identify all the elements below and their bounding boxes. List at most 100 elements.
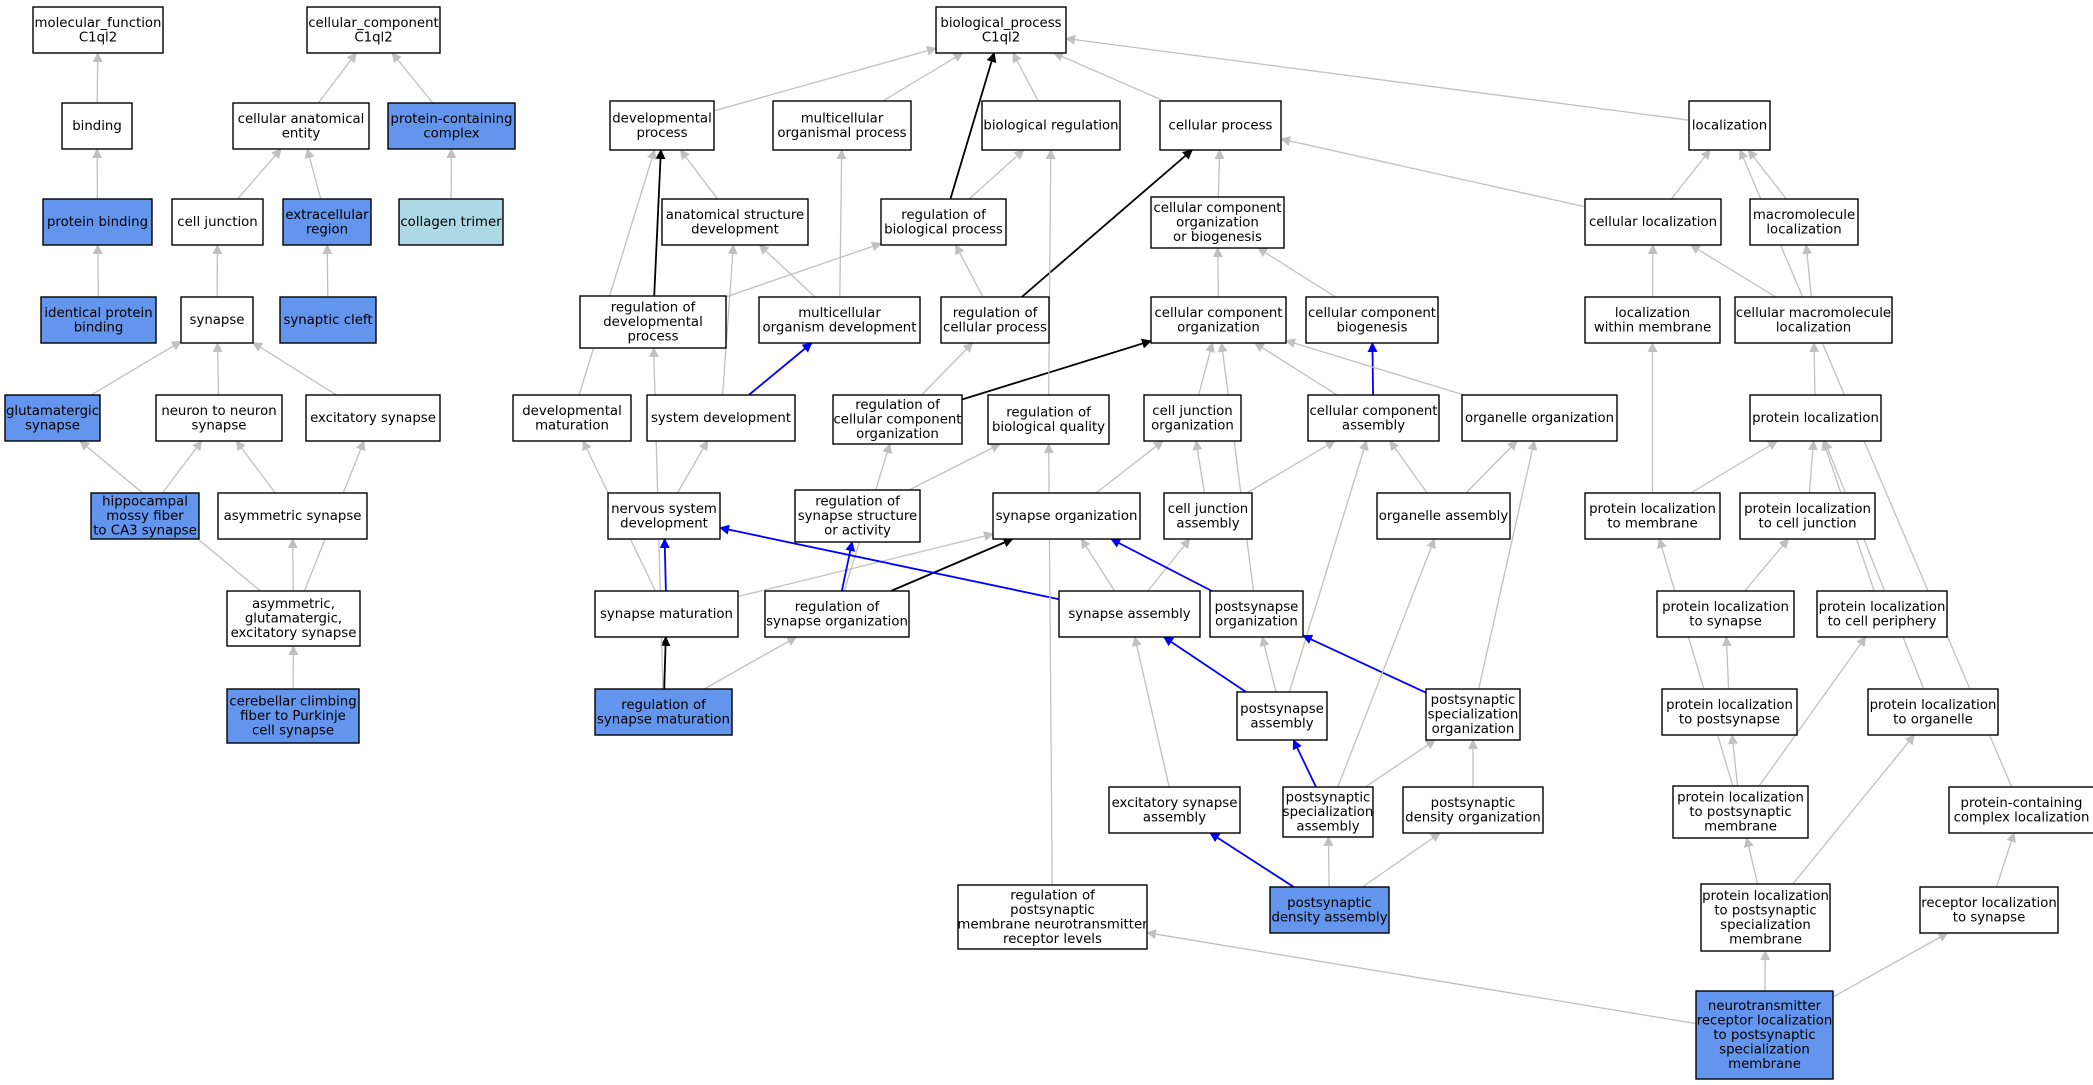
edge-cco-to-ccob [1212, 247, 1223, 298]
term-node-synasm: synapse assembly [1058, 590, 1201, 638]
term-label-line: entity [282, 126, 321, 141]
edge-multidev-to-multiorg [836, 149, 847, 298]
edge-excsa-to-synasm [1131, 636, 1170, 788]
term-label-line: receptor levels [1003, 932, 1102, 947]
edge-regsm-to-synmat [660, 636, 671, 690]
edge-asymsyn-to-n2n [235, 440, 276, 494]
term-label-line: excitatory synapse [310, 411, 436, 426]
edge-plto-to-protloc [1823, 440, 1925, 690]
edge-pltps-to-plts [1721, 636, 1732, 690]
edge-synorg-to-cjo [1095, 440, 1164, 494]
edge-pltpm-to-pltps [1728, 734, 1739, 787]
term-label-line: cell junction [1152, 404, 1232, 419]
edge-regso-to-regsso [840, 541, 856, 592]
term-box [1461, 394, 1618, 442]
edge-binding-to-mf [92, 52, 103, 104]
term-box [1749, 394, 1882, 442]
edge-celljunction-to-cae [237, 148, 282, 200]
term-label-line: specialization [1283, 805, 1374, 820]
term-box [1695, 990, 1834, 1080]
edge-devmat-to-devproc [578, 149, 657, 396]
term-label-line: specialization [1719, 1043, 1810, 1058]
term-label-line: multicellular [798, 306, 881, 321]
term-box [1282, 786, 1374, 838]
term-label-line: protein localization [1662, 600, 1789, 615]
term-label-line: binding [74, 320, 124, 335]
edge-cae-to-cc [317, 52, 357, 104]
edge-synasm-to-nsdev [719, 524, 1060, 601]
term-label-line: organization [1215, 614, 1298, 629]
term-box [387, 102, 516, 150]
term-box [1656, 590, 1795, 638]
edge-regsm-to-regso [703, 636, 798, 690]
term-label-line: organization [1177, 320, 1260, 335]
edge-pltcj-to-protloc [1807, 440, 1818, 494]
term-label-line: cellular localization [1589, 215, 1717, 230]
edge-regdev-to-regbio [725, 241, 882, 298]
term-node-collagen: collagen trimer [398, 198, 504, 246]
term-label-line: cellular process [1169, 119, 1273, 134]
term-box [957, 884, 1148, 950]
edge-sysdev-to-asdev [721, 244, 738, 396]
edge-cja-to-cca [1246, 440, 1336, 494]
term-box [661, 198, 809, 246]
term-label-line: membrane [1729, 932, 1802, 947]
edge-psda-to-pssa [1323, 836, 1334, 888]
term-label-line: density organization [1405, 810, 1541, 825]
term-box [1305, 296, 1439, 344]
term-label-line: protein localization [1589, 502, 1716, 517]
term-label-line: organization [1151, 418, 1234, 433]
term-label-line: specialization [1428, 708, 1519, 723]
term-label-line: assembly [1143, 810, 1206, 825]
term-label-line: synapse [192, 418, 247, 433]
edge-psasm-to-psorg [1259, 636, 1277, 693]
term-label-line: binding [72, 119, 122, 134]
edge-pcc-to-cc [391, 52, 434, 104]
term-label-line: developmental [612, 111, 712, 126]
term-label-line: organismal process [777, 126, 906, 141]
term-label-line: to membrane [1607, 516, 1697, 531]
edge-glutsyn-to-synapse [90, 340, 182, 396]
edge-orgorg-to-cco [1285, 338, 1465, 396]
term-box [1058, 590, 1201, 638]
term-label-line: postsynaptic [1287, 896, 1372, 911]
term-label-line: protein localization [1744, 502, 1871, 517]
term-box [1143, 394, 1242, 442]
term-label-line: molecular_function [35, 16, 162, 31]
term-label-line: biological process [884, 222, 1003, 237]
term-label-line: localization [1766, 222, 1841, 237]
edge-cjo-to-cco [1197, 342, 1215, 396]
term-label-line: system development [651, 411, 791, 426]
term-label-line: excitatory synapse [1112, 796, 1238, 811]
term-label-line: multicellular [801, 111, 884, 126]
term-box [1159, 100, 1282, 151]
term-label-line: organization [1432, 722, 1515, 737]
term-label-line: regulation of [621, 698, 706, 713]
term-box [155, 394, 283, 442]
edge-psorg-to-cco [1217, 342, 1255, 592]
edge-nsdev-to-sysdev [676, 440, 709, 494]
term-box [772, 100, 912, 151]
term-label-line: protein localization [1702, 889, 1829, 904]
edge-ccob-to-cellproc [1214, 149, 1225, 198]
edge-ecr-to-cae [304, 148, 322, 200]
edge-ccbio-to-ccob [1257, 247, 1336, 298]
term-label-line: anatomical structure [666, 208, 804, 223]
term-box [1661, 688, 1798, 736]
